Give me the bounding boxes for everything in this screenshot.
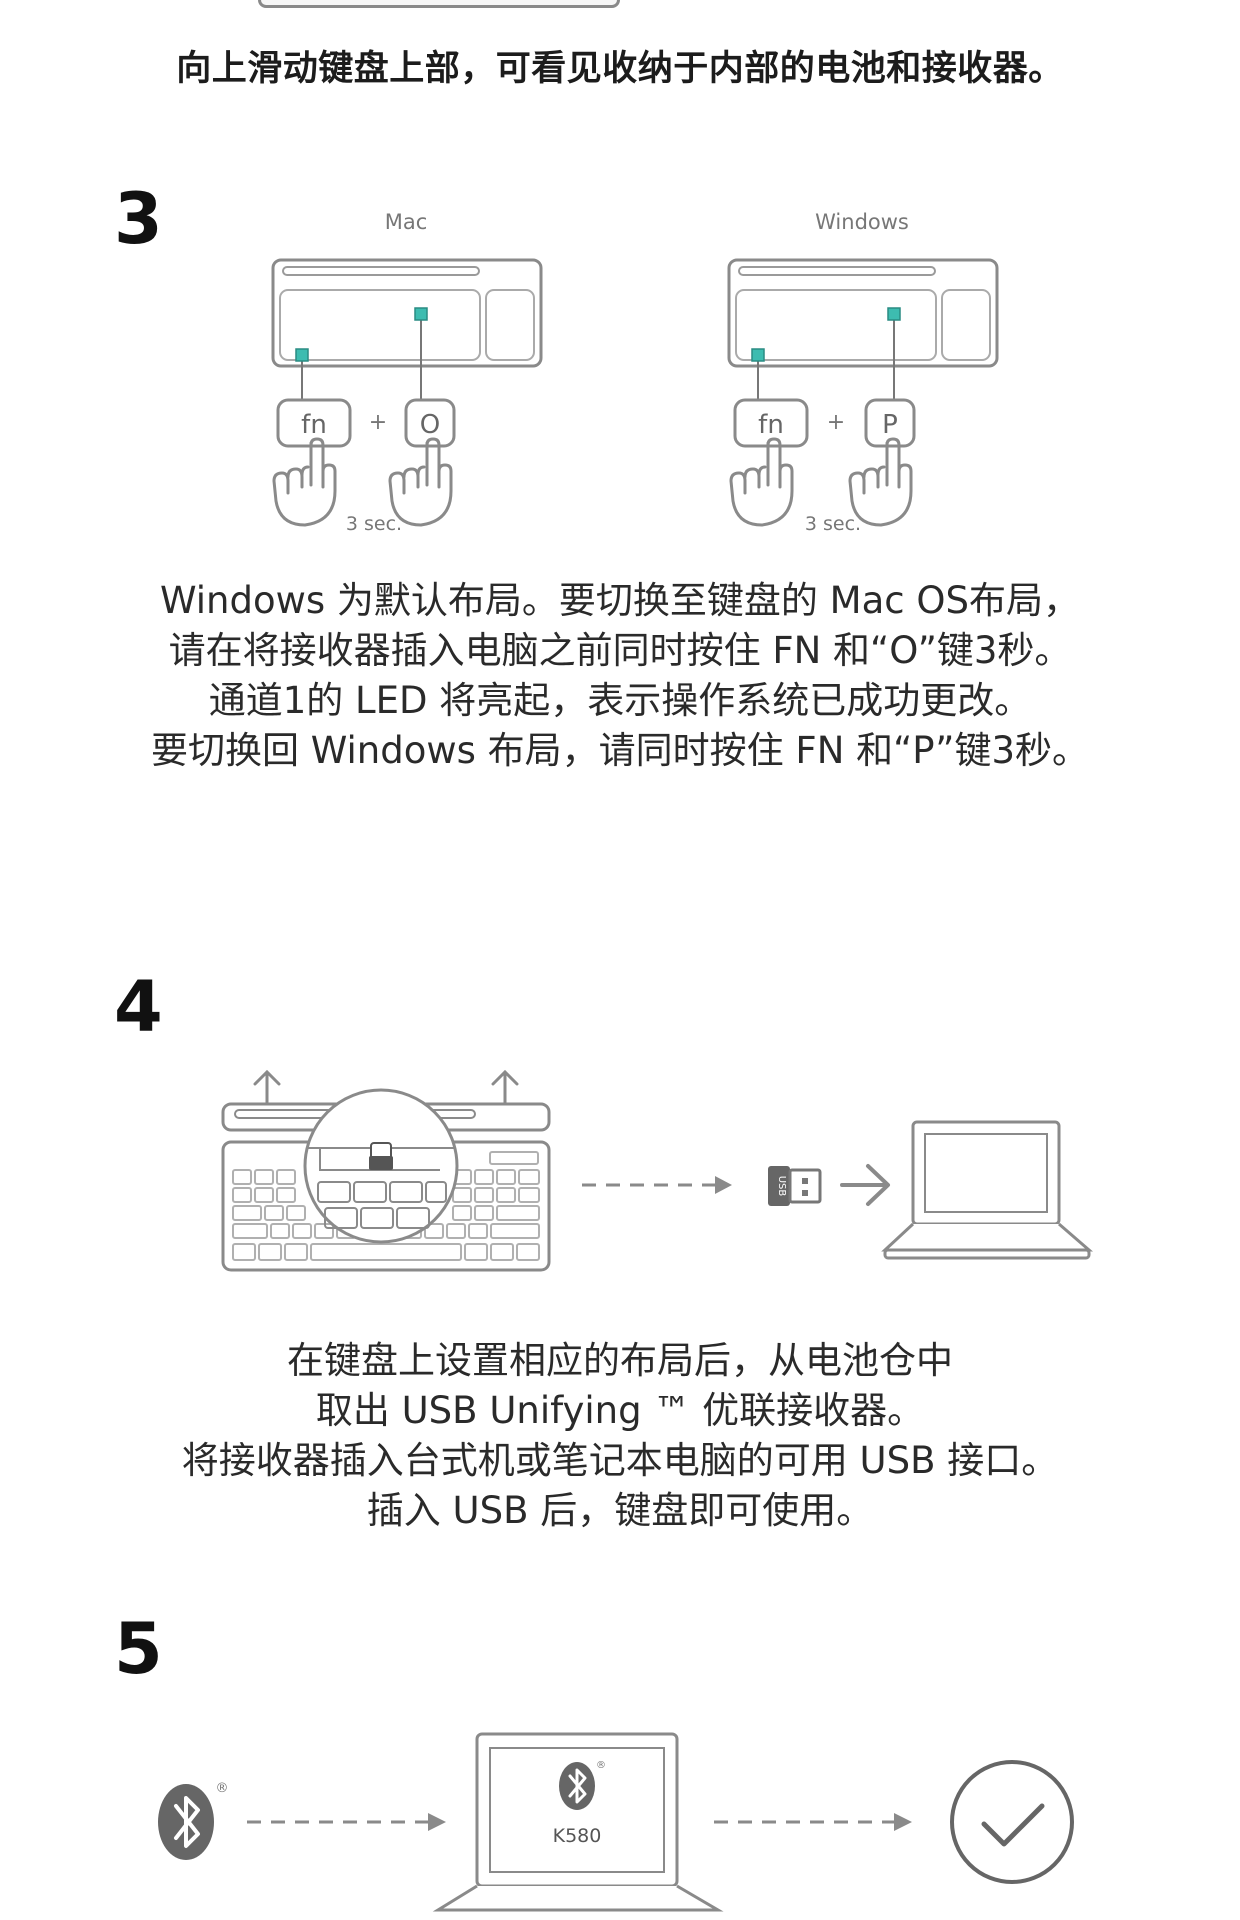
step-3-line: 要切换回 Windows 布局，请同时按住 FN 和“P”键3秒。 bbox=[150, 729, 1090, 772]
fn-key bbox=[276, 398, 352, 448]
arrow-right-icon bbox=[840, 1164, 890, 1206]
step-4-description: 在键盘上设置相应的布局后，从电池仓中 取出 USB Unifying ™ 优联接… bbox=[0, 1336, 1240, 1536]
fn-key-label: fn bbox=[758, 410, 784, 440]
duration-label: 3 sec. bbox=[805, 513, 861, 535]
arrow-up-icon bbox=[253, 1069, 281, 1106]
step-3-line: 通道1的 LED 将亮起，表示操作系统已成功更改。 bbox=[208, 679, 1032, 722]
step-3-line: Windows 为默认布局。要切换至键盘的 Mac OS布局， bbox=[160, 579, 1080, 622]
finger-press-icon bbox=[272, 437, 337, 527]
laptop-icon: ® K580 bbox=[432, 1732, 724, 1912]
dashed-arrow-icon bbox=[582, 1176, 732, 1194]
plus-sign: + bbox=[369, 410, 387, 435]
key-grid bbox=[232, 1151, 540, 1261]
o-led-dot bbox=[414, 307, 428, 321]
layout-switch-illustration: Mac fn + O 3 sec. Windows fn + bbox=[271, 210, 999, 535]
o-key bbox=[404, 398, 456, 448]
step-4-line: 在键盘上设置相应的布局后，从电池仓中 bbox=[287, 1339, 953, 1382]
finger-press-icon bbox=[729, 437, 794, 527]
step-3-description: Windows 为默认布局。要切换至键盘的 Mac OS布局， 请在将接收器插入… bbox=[0, 576, 1240, 776]
check-circle-icon bbox=[950, 1760, 1074, 1884]
intro-text: 向上滑动键盘上部，可看见收纳于内部的电池和接收器。 bbox=[176, 49, 1064, 89]
step-4-line: 取出 USB Unifying ™ 优联接收器。 bbox=[315, 1389, 925, 1432]
fn-led-dot bbox=[295, 348, 309, 362]
windows-label: Windows bbox=[815, 210, 909, 234]
device-name: K580 bbox=[553, 1825, 602, 1847]
bluetooth-icon: ® bbox=[158, 1781, 229, 1860]
step-3-number: 3 bbox=[114, 178, 163, 260]
bluetooth-icon: ® bbox=[559, 1760, 606, 1810]
keyboard-with-receiver bbox=[221, 1069, 551, 1272]
dashed-arrow-icon bbox=[714, 1813, 912, 1831]
laptop-icon bbox=[881, 1120, 1094, 1260]
fn-led-dot bbox=[751, 348, 765, 362]
bluetooth-pair-illustration: ® ® K580 bbox=[158, 1732, 1074, 1912]
p-key bbox=[864, 398, 916, 448]
finger-press-icon bbox=[388, 437, 453, 527]
registered-mark: ® bbox=[216, 1781, 229, 1796]
duration-label: 3 sec. bbox=[346, 513, 402, 535]
windows-keyboard-diagram: Windows fn + P 3 sec. bbox=[727, 210, 999, 535]
step-3-line: 请在将接收器插入电脑之前同时按住 FN 和“O”键3秒。 bbox=[168, 629, 1072, 672]
fn-key bbox=[733, 398, 809, 448]
step-4-line: 插入 USB 后，键盘即可使用。 bbox=[366, 1489, 874, 1532]
mac-keyboard-diagram: Mac fn + O 3 sec. bbox=[271, 210, 543, 535]
receiver-install-illustration: USB bbox=[221, 1069, 1094, 1272]
step-4-line: 将接收器插入台式机或笔记本电脑的可用 USB 接口。 bbox=[181, 1439, 1059, 1482]
step-4-number: 4 bbox=[114, 966, 163, 1048]
step-5-number: 5 bbox=[114, 1608, 163, 1690]
usb-text: USB bbox=[776, 1176, 787, 1197]
fn-key-label: fn bbox=[301, 410, 327, 440]
p-key-label: P bbox=[882, 410, 898, 440]
dashed-arrow-icon bbox=[247, 1813, 446, 1831]
plus-sign: + bbox=[827, 410, 845, 435]
usb-receiver-icon: USB bbox=[768, 1166, 822, 1206]
arrow-up-icon bbox=[491, 1069, 519, 1106]
mac-label: Mac bbox=[385, 210, 428, 234]
keyboard-slider-illustration bbox=[258, 0, 620, 8]
finger-press-icon bbox=[848, 437, 913, 527]
p-led-dot bbox=[887, 307, 901, 321]
o-key-label: O bbox=[420, 410, 440, 440]
registered-mark: ® bbox=[596, 1760, 606, 1771]
